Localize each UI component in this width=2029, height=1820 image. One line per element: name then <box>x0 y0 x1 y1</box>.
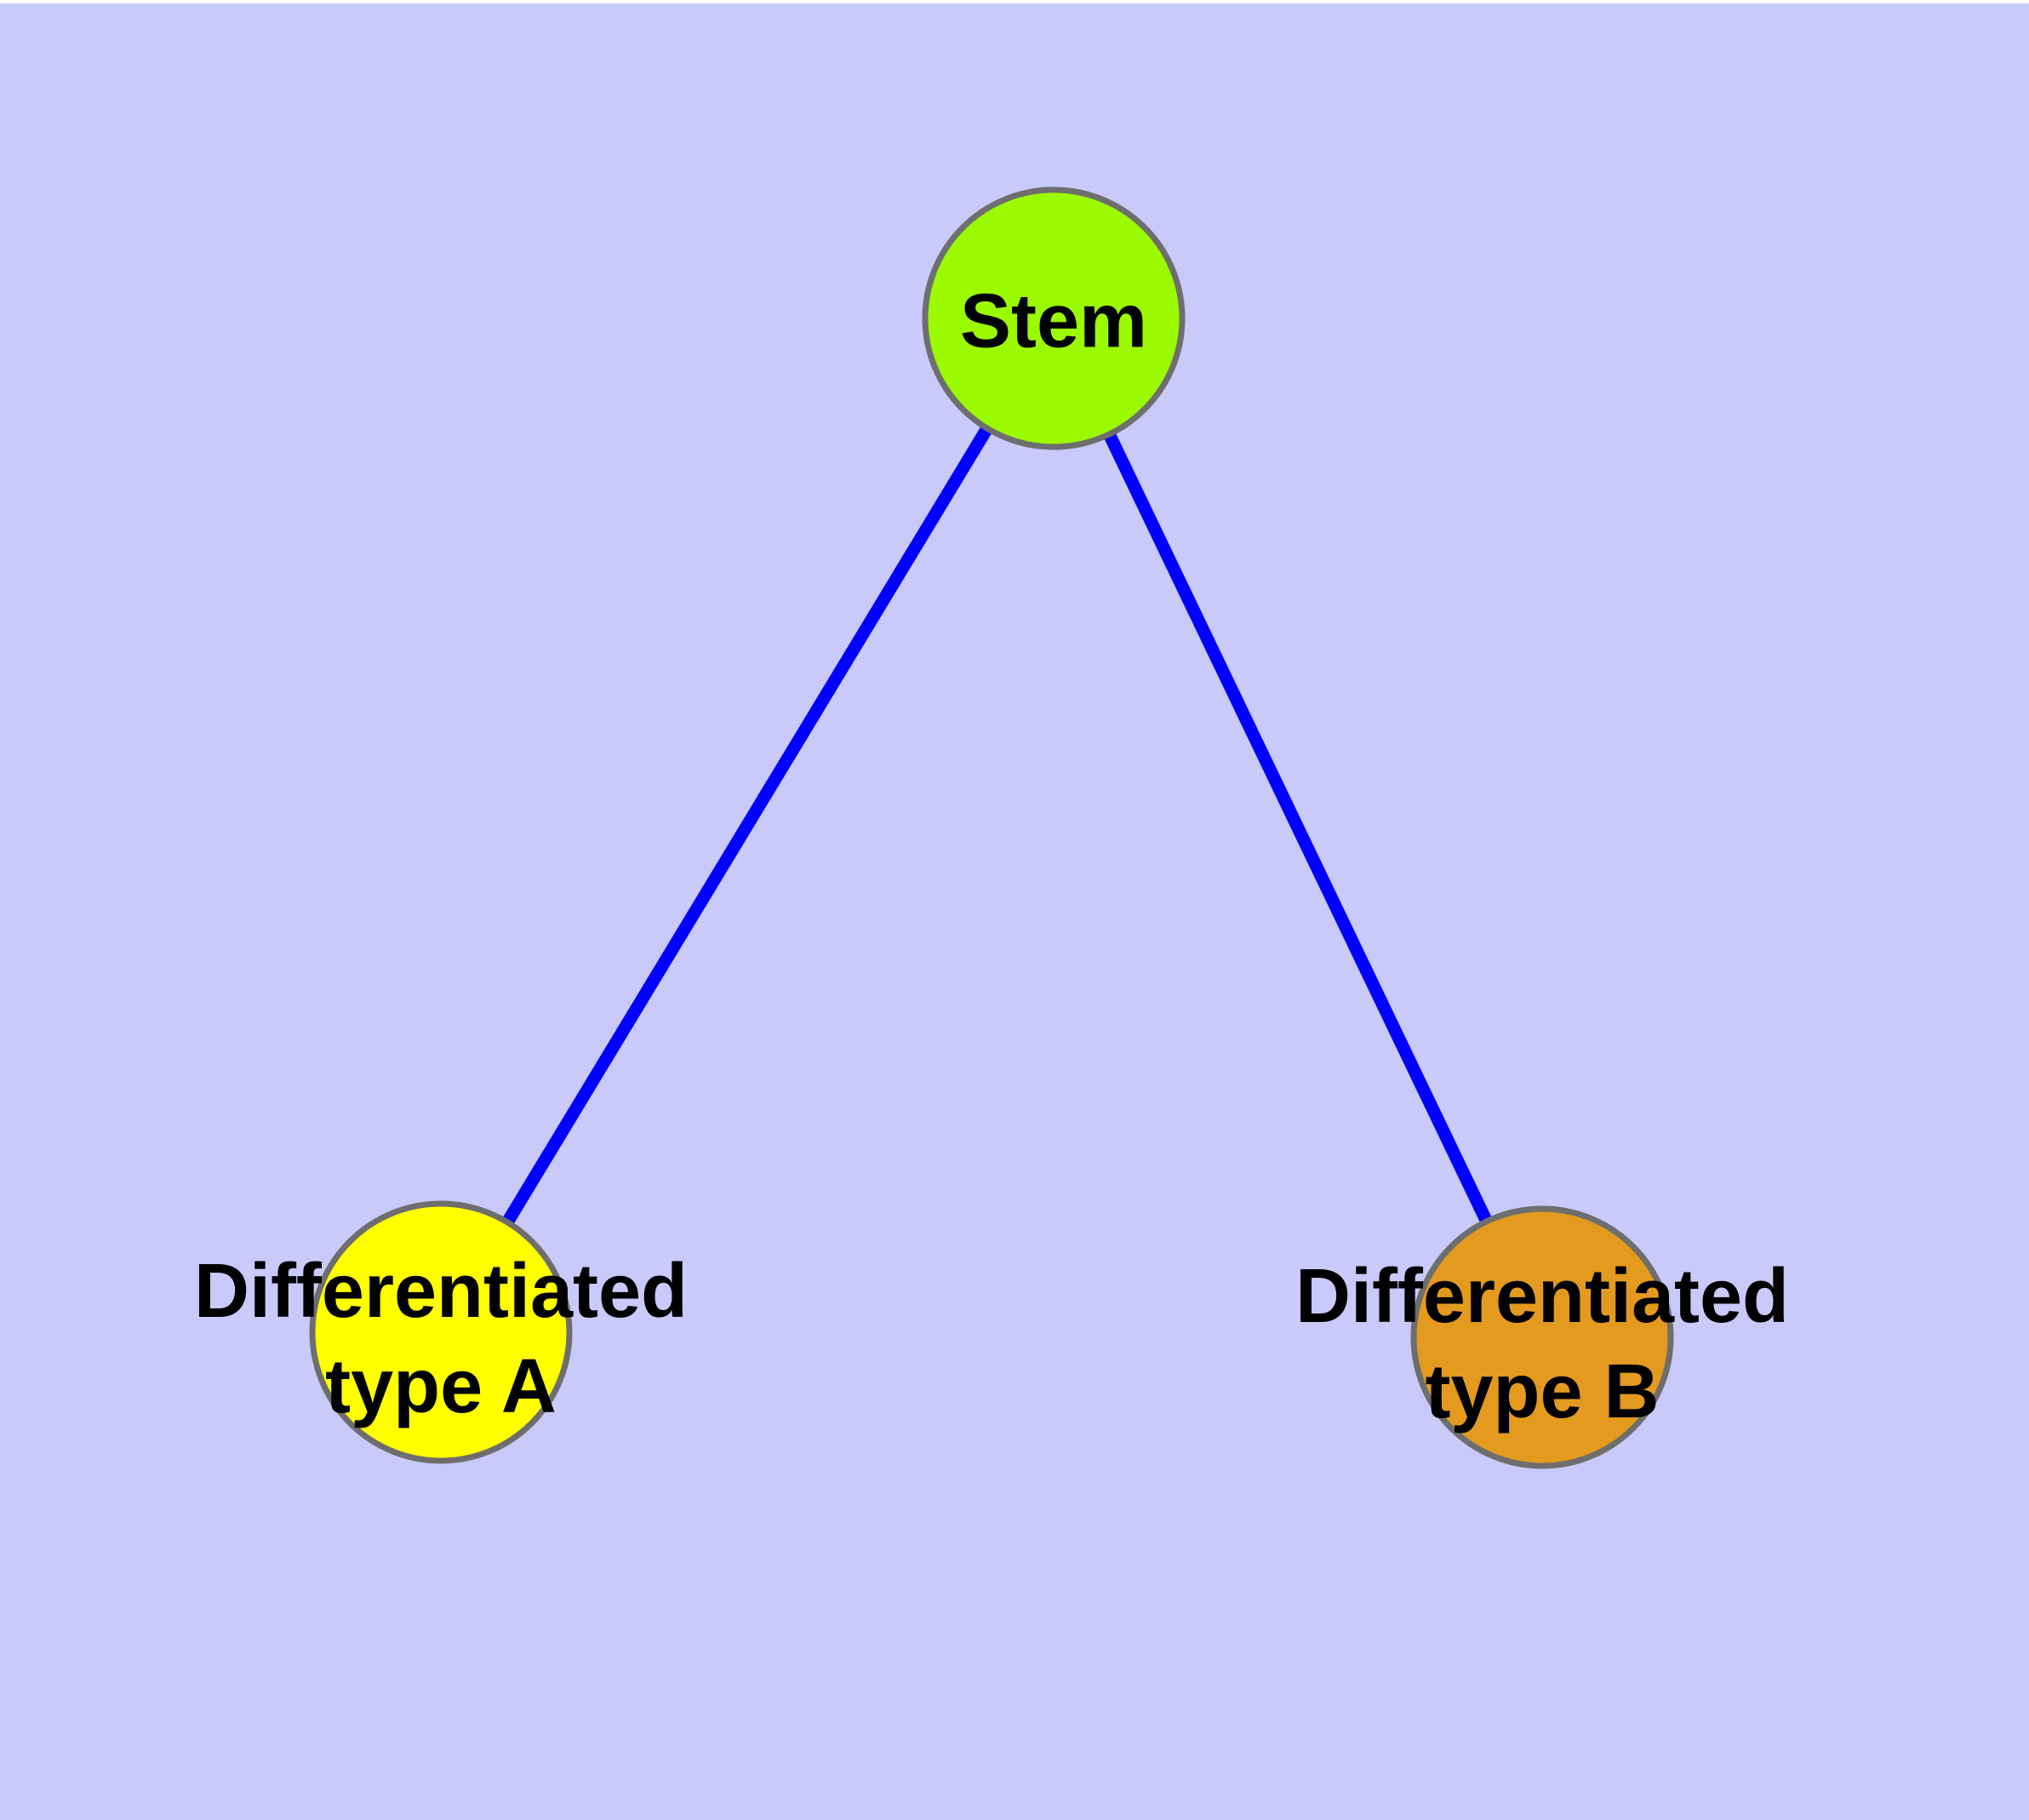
node-label-line: type B <box>1425 1349 1659 1434</box>
node-label-line: Differentiated <box>1295 1254 1789 1339</box>
node-differentiated-type-a <box>309 1200 573 1464</box>
node-label-line: Differentiated <box>194 1249 688 1334</box>
top-margin-strip <box>0 0 2029 3</box>
node-stem <box>922 186 1186 450</box>
node-label-differentiated-type-a: Differentiated type A <box>194 1249 688 1429</box>
edge-stem-to-differentiated-type-b <box>1048 315 1548 1341</box>
node-label-line: Stem <box>960 278 1147 363</box>
node-differentiated-type-b <box>1410 1205 1674 1469</box>
node-label-differentiated-type-b: Differentiated type B <box>1295 1254 1789 1434</box>
edge-stem-to-differentiated-type-a <box>435 315 1060 1336</box>
node-label-stem: Stem <box>960 278 1147 363</box>
node-label-line: type A <box>325 1344 557 1429</box>
